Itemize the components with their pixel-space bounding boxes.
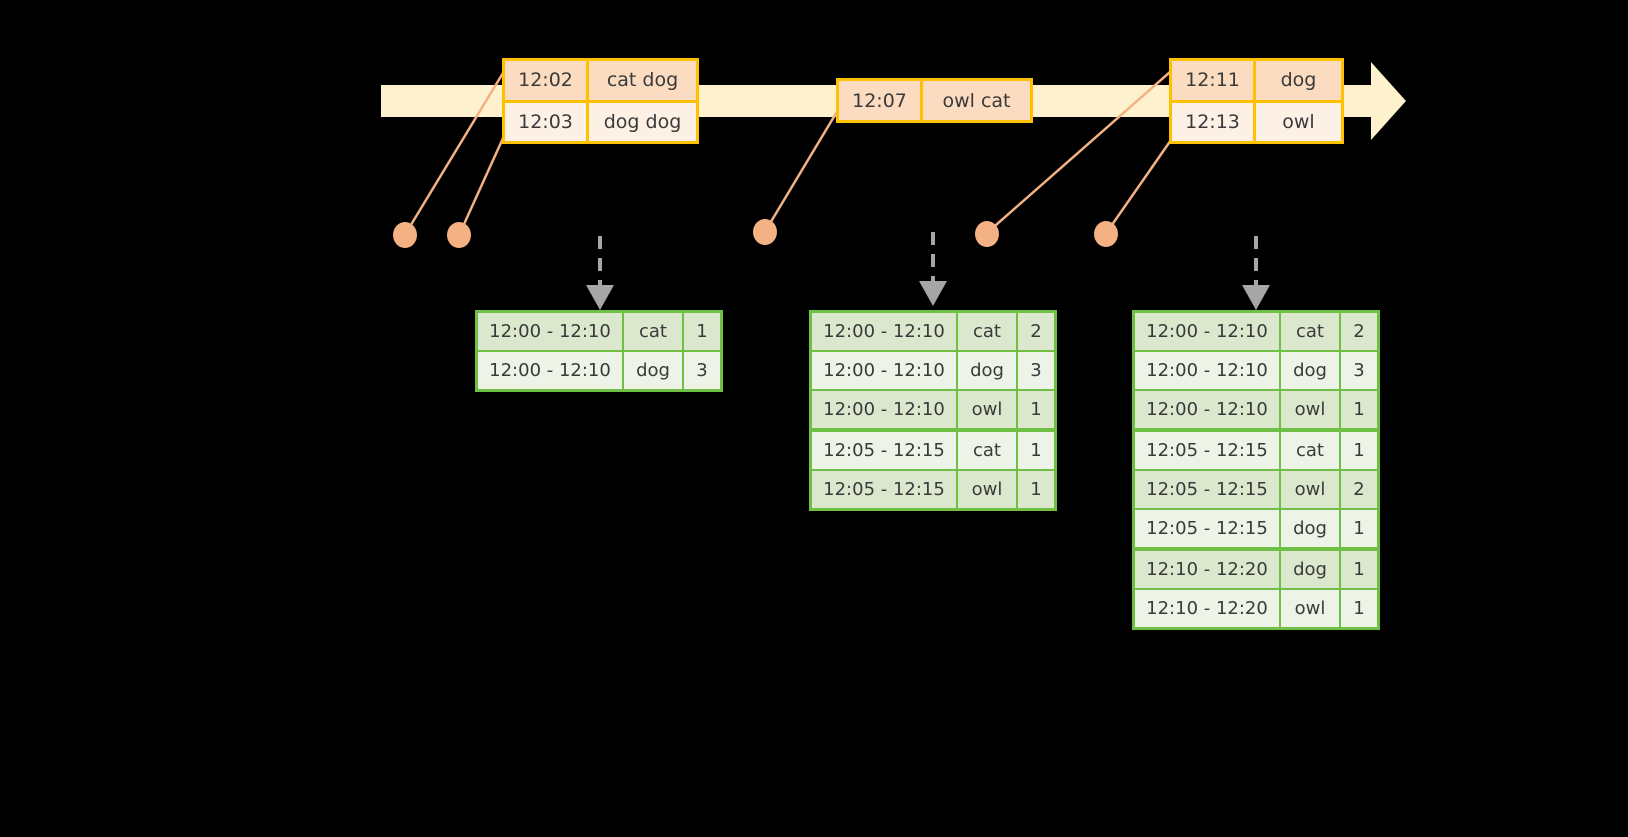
cell-count: 2: [1018, 313, 1054, 350]
event-dot-2: [447, 222, 471, 248]
event-row: 12:02 cat dog: [505, 61, 696, 100]
table-row: 12:00 - 12:10 owl 1: [1135, 389, 1377, 428]
cell-window: 12:00 - 12:10: [1135, 313, 1281, 350]
event-words: dog: [1256, 61, 1341, 100]
event-row: 12:03 dog dog: [505, 99, 696, 141]
cell-window: 12:00 - 12:10: [812, 313, 958, 350]
emit-arrowheads: [586, 281, 1270, 310]
event-dot-4: [975, 221, 999, 247]
event-time: 12:03: [505, 102, 589, 141]
event-words: owl: [1256, 102, 1341, 141]
table-row: 12:00 - 12:10 cat 2: [1135, 313, 1377, 350]
cell-window: 12:05 - 12:15: [812, 471, 958, 508]
cell-count: 2: [1341, 471, 1377, 508]
cell-count: 1: [684, 313, 720, 350]
cell-window: 12:00 - 12:10: [812, 352, 958, 389]
cell-window: 12:10 - 12:20: [1135, 590, 1281, 627]
emit-arrow-2-head: [919, 281, 947, 306]
table-row: 12:00 - 12:10 owl 1: [812, 389, 1054, 428]
table-row: 12:05 - 12:15 owl 1: [812, 469, 1054, 508]
event-dot-3: [753, 219, 777, 245]
cell-count: 1: [1018, 432, 1054, 469]
table-row: 12:00 - 12:10 dog 3: [478, 350, 720, 389]
event-time: 12:07: [839, 81, 923, 120]
table-row: 12:05 - 12:15 owl 2: [1135, 469, 1377, 508]
cell-window: 12:00 - 12:10: [478, 352, 624, 389]
cell-window: 12:05 - 12:15: [1135, 510, 1281, 547]
cell-window: 12:00 - 12:10: [1135, 352, 1281, 389]
event-row: 12:11 dog: [1172, 61, 1341, 100]
cell-count: 1: [1341, 391, 1377, 428]
cell-word: dog: [1281, 551, 1341, 588]
table-row: 12:00 - 12:10 dog 3: [1135, 350, 1377, 389]
cell-count: 1: [1018, 471, 1054, 508]
cell-window: 12:05 - 12:15: [812, 432, 958, 469]
cell-window: 12:05 - 12:15: [1135, 471, 1281, 508]
emit-arrows: [598, 232, 1258, 286]
event-time: 12:13: [1172, 102, 1256, 141]
result-table-1[interactable]: 12:00 - 12:10 cat 1 12:00 - 12:10 dog 3: [475, 310, 723, 392]
cell-word: dog: [958, 352, 1018, 389]
cell-word: dog: [1281, 510, 1341, 547]
cell-word: owl: [1281, 471, 1341, 508]
event-time: 12:11: [1172, 61, 1256, 100]
cell-window: 12:05 - 12:15: [1135, 432, 1281, 469]
result-table-2[interactable]: 12:00 - 12:10 cat 2 12:00 - 12:10 dog 3 …: [809, 310, 1057, 511]
cell-word: owl: [958, 471, 1018, 508]
cell-word: cat: [958, 432, 1018, 469]
table-row: 12:10 - 12:20 owl 1: [1135, 588, 1377, 627]
cell-window: 12:10 - 12:20: [1135, 551, 1281, 588]
cell-count: 2: [1341, 313, 1377, 350]
result-table-3[interactable]: 12:00 - 12:10 cat 2 12:00 - 12:10 dog 3 …: [1132, 310, 1380, 630]
table-row: 12:00 - 12:10 cat 2: [812, 313, 1054, 350]
event-row: 12:07 owl cat: [839, 81, 1030, 120]
table-row: 12:05 - 12:15 cat 1: [812, 428, 1054, 469]
event-box-2[interactable]: 12:07 owl cat: [836, 78, 1033, 123]
cell-word: owl: [1281, 590, 1341, 627]
table-row: 12:10 - 12:20 dog 1: [1135, 547, 1377, 588]
cell-count: 3: [1341, 352, 1377, 389]
cell-count: 1: [1341, 590, 1377, 627]
cell-word: owl: [1281, 391, 1341, 428]
table-row: 12:05 - 12:15 cat 1: [1135, 428, 1377, 469]
cell-window: 12:00 - 12:10: [478, 313, 624, 350]
event-box-1[interactable]: 12:02 cat dog 12:03 dog dog: [502, 58, 699, 144]
cell-word: cat: [958, 313, 1018, 350]
event-words: cat dog: [589, 61, 696, 100]
cell-word: dog: [624, 352, 684, 389]
cell-count: 3: [684, 352, 720, 389]
event-words: owl cat: [923, 81, 1030, 120]
table-row: 12:00 - 12:10 cat 1: [478, 313, 720, 350]
cell-window: 12:00 - 12:10: [812, 391, 958, 428]
cell-word: cat: [624, 313, 684, 350]
cell-count: 1: [1018, 391, 1054, 428]
cell-count: 1: [1341, 432, 1377, 469]
event-dot-1: [393, 222, 417, 248]
table-row: 12:00 - 12:10 dog 3: [812, 350, 1054, 389]
cell-window: 12:00 - 12:10: [1135, 391, 1281, 428]
event-row: 12:13 owl: [1172, 99, 1341, 141]
emit-arrow-1-head: [586, 285, 614, 310]
emit-arrow-3-head: [1242, 285, 1270, 310]
table-row: 12:05 - 12:15 dog 1: [1135, 508, 1377, 547]
event-box-3[interactable]: 12:11 dog 12:13 owl: [1169, 58, 1344, 144]
cell-word: cat: [1281, 432, 1341, 469]
event-time: 12:02: [505, 61, 589, 100]
event-dots: [393, 219, 1118, 248]
cell-word: dog: [1281, 352, 1341, 389]
cell-count: 1: [1341, 510, 1377, 547]
cell-count: 3: [1018, 352, 1054, 389]
cell-count: 1: [1341, 551, 1377, 588]
event-dot-5: [1094, 221, 1118, 247]
cell-word: owl: [958, 391, 1018, 428]
cell-word: cat: [1281, 313, 1341, 350]
event-words: dog dog: [589, 102, 696, 141]
